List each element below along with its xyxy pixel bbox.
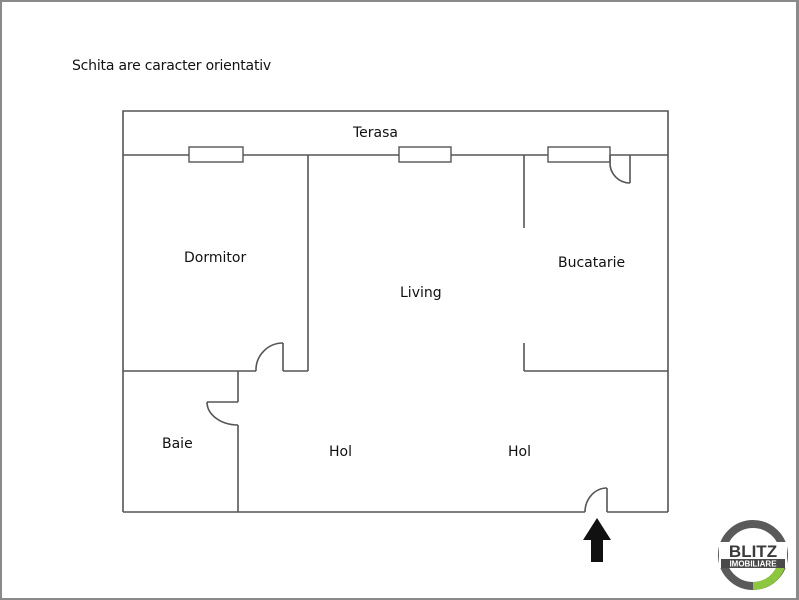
baie-walls [207, 371, 239, 512]
door-entrance [584, 487, 608, 513]
dormitor-walls [123, 155, 309, 372]
label-baie: Baie [162, 436, 193, 452]
logo-text-blitz: BLITZ [729, 542, 777, 561]
label-dormitor: Dormitor [184, 250, 246, 266]
disclaimer-note: Schita are caracter orientativ [72, 58, 272, 74]
outer-walls [122, 155, 669, 513]
door-dormitor [255, 342, 284, 372]
label-living: Living [400, 285, 442, 301]
label-hol-left: Hol [329, 444, 352, 460]
window-dormitor [188, 146, 244, 163]
window-bucatarie [547, 146, 611, 163]
label-bucatarie: Bucatarie [558, 255, 625, 271]
label-terasa: Terasa [352, 125, 398, 141]
door-bucatarie-terasa [609, 155, 631, 184]
window-living [398, 146, 452, 163]
label-hol-right: Hol [508, 444, 531, 460]
blitz-imobiliare-logo: BLITZ IMOBILIARE [718, 520, 788, 590]
bucatarie-walls [523, 155, 668, 372]
logo-text-imobiliare: IMOBILIARE [729, 560, 777, 569]
arrow-up-icon [583, 518, 611, 562]
door-baie [206, 401, 239, 426]
